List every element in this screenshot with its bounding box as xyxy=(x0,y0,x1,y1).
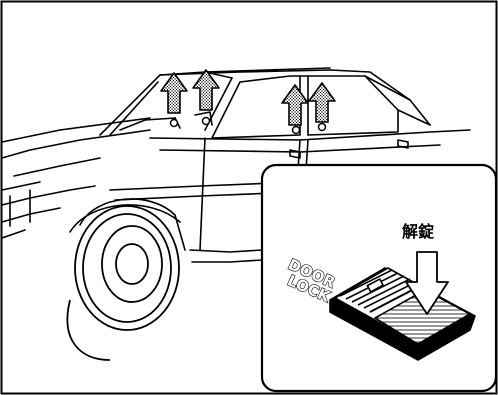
front-wheel xyxy=(66,205,180,361)
car-body xyxy=(1,67,471,263)
unlock-label: 解錠 xyxy=(402,222,435,241)
press-arrow xyxy=(405,251,449,315)
unlock-arrows xyxy=(160,69,336,126)
up-arrow-icon xyxy=(308,82,336,123)
up-arrow-icon xyxy=(160,72,188,114)
door-lock-switch xyxy=(329,267,476,361)
down-arrow-icon xyxy=(405,251,449,315)
lock-knobs xyxy=(169,116,327,135)
door-lock-label: DOOR LOCK xyxy=(284,255,339,307)
up-arrow-icon xyxy=(281,84,309,126)
up-arrow-icon xyxy=(192,69,220,111)
